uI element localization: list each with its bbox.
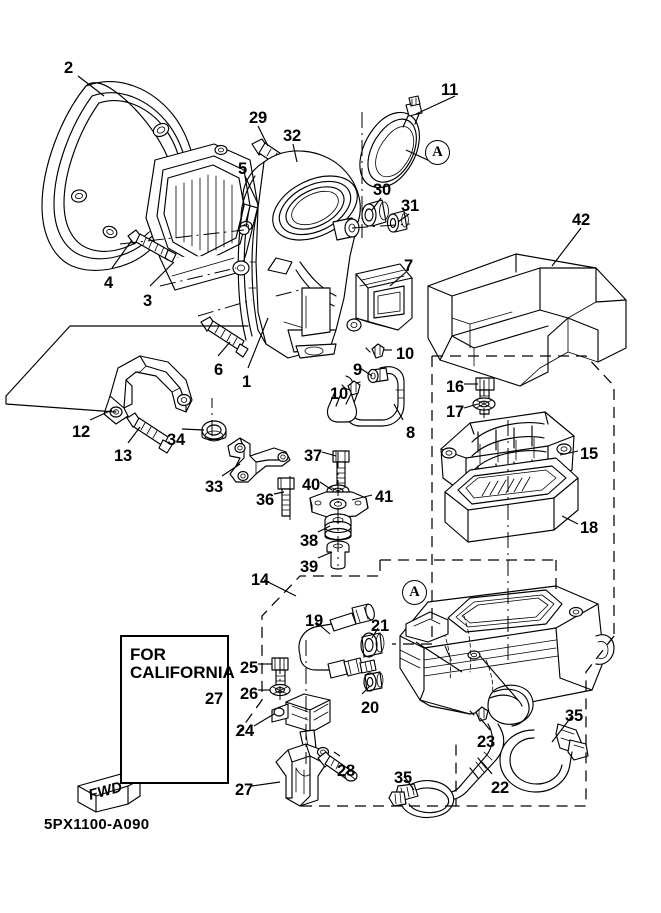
part-28-screw xyxy=(317,751,358,782)
part-number-28: 28 xyxy=(337,762,355,780)
california-label-line1: FOR xyxy=(130,645,166,664)
part-number-14: 14 xyxy=(251,571,269,589)
part-number-33: 33 xyxy=(205,478,223,496)
part-37-bolt xyxy=(332,450,350,490)
california-label-line2: CALIFORNIA xyxy=(130,663,235,682)
part-27-bracket-lower xyxy=(275,743,330,807)
group-box-sensor xyxy=(235,560,381,737)
part-number-6: 6 xyxy=(214,361,223,379)
part-number-13: 13 xyxy=(114,447,132,465)
assembly-axes xyxy=(119,112,509,764)
part-number-38: 38 xyxy=(300,532,318,550)
part-number-31: 31 xyxy=(401,197,419,215)
part-1-duct-housing xyxy=(232,150,361,359)
group-box-hose xyxy=(455,635,615,807)
part-6-screw xyxy=(200,316,249,358)
part-number-11: 11 xyxy=(441,81,459,99)
fwd-text: FWD xyxy=(87,779,125,804)
part-number-5: 5 xyxy=(238,160,247,178)
part-4-screw xyxy=(127,229,177,263)
group-box-filter xyxy=(432,355,615,636)
part-number-39: 39 xyxy=(300,558,318,576)
part-number-18: 18 xyxy=(580,519,598,537)
part-number-2: 2 xyxy=(64,59,73,77)
leader-lines xyxy=(77,75,582,791)
part-number-40: 40 xyxy=(302,476,320,494)
part-number-32: 32 xyxy=(283,127,301,145)
part-number-9: 9 xyxy=(353,361,362,379)
part-number-34: 34 xyxy=(167,431,185,449)
bracket-12-lead xyxy=(5,395,117,413)
part-number-8: 8 xyxy=(406,424,415,442)
part-number-30: 30 xyxy=(373,181,391,199)
part-number-35: 35 xyxy=(565,707,583,725)
california-part-ref: 27 xyxy=(205,690,223,708)
part-number-26: 26 xyxy=(240,685,258,703)
part-18-filter-element xyxy=(444,457,579,543)
part-42-foam-seal xyxy=(427,253,627,387)
part-23-clip xyxy=(469,706,489,722)
part-5-seam xyxy=(240,175,256,219)
callout-a-mid: A xyxy=(402,580,427,605)
part-10-clip-a xyxy=(365,343,385,359)
part-number-42: 42 xyxy=(572,211,590,229)
part-35-clamp-right xyxy=(499,723,589,793)
part-30-grommet xyxy=(361,199,389,227)
part-number-15: 15 xyxy=(580,445,598,463)
part-number-29: 29 xyxy=(249,109,267,127)
part-number-7: 7 xyxy=(404,257,413,275)
part-20-grommet xyxy=(363,671,384,692)
part-number-23: 23 xyxy=(477,733,495,751)
part-number-36: 36 xyxy=(256,491,274,509)
part-number-27: 27 xyxy=(235,781,253,799)
part-number-1: 1 xyxy=(242,373,251,391)
part-number-35: 35 xyxy=(394,769,412,787)
part-10-clip-b xyxy=(341,380,361,396)
part-24-sensor xyxy=(271,693,331,751)
part-19-hose-assembly xyxy=(298,603,377,679)
part-number-10: 10 xyxy=(396,345,414,363)
diagram-code: 5PX1100-A090 xyxy=(44,816,150,833)
part-number-21: 21 xyxy=(371,617,389,635)
part-number-25: 25 xyxy=(240,659,258,677)
part-number-41: 41 xyxy=(375,488,393,506)
part-number-37: 37 xyxy=(304,447,322,465)
part-number-24: 24 xyxy=(236,722,254,740)
part-number-16: 16 xyxy=(446,378,464,396)
part-number-22: 22 xyxy=(491,779,509,797)
callout-a-top: A xyxy=(425,140,450,165)
part-number-20: 20 xyxy=(361,699,379,717)
bracket-12-group xyxy=(5,325,249,397)
for-california-box xyxy=(120,635,229,784)
part-number-3: 3 xyxy=(143,292,152,310)
part-13-screw xyxy=(126,412,173,454)
part-number-19: 19 xyxy=(305,612,323,630)
part-33-bracket xyxy=(227,437,291,483)
part-number-12: 12 xyxy=(72,423,90,441)
part-21-airbox-case xyxy=(399,585,615,727)
part-number-10: 10 xyxy=(330,385,348,403)
part-number-4: 4 xyxy=(104,274,113,292)
group-box-filter-left xyxy=(392,356,433,645)
part-34-grommet xyxy=(201,420,227,442)
part-7-duct-joint xyxy=(346,263,413,332)
part-9-plug xyxy=(367,367,389,384)
part-number-17: 17 xyxy=(446,403,464,421)
